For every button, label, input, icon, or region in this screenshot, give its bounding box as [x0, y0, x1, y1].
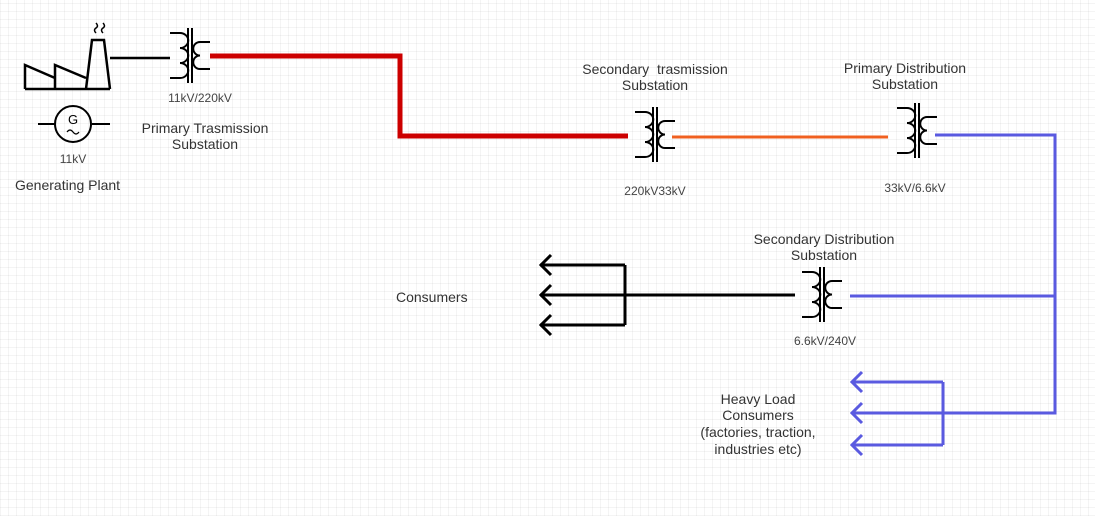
secondary-transmission-ratio: 220kV33kV [624, 184, 686, 198]
generating-plant-label: Generating Plant [15, 177, 121, 193]
primary-transmission-title-2: Substation [171, 136, 239, 152]
arrow-icon [849, 401, 864, 425]
transformer-icon-secondary-distribution [802, 267, 842, 322]
heavy-load-label-4: industries etc) [714, 441, 802, 457]
generator-voltage: 11kV [59, 152, 87, 166]
consumer-arrows [538, 253, 627, 337]
transformer-icon-primary-transmission [170, 28, 210, 83]
arrow-icon [538, 253, 625, 277]
secondary-transmission-title: Secondary trasmission [582, 61, 728, 77]
heavy-load-arrows [849, 370, 943, 457]
heavy-load-label-2: Consumers [722, 407, 794, 423]
factory-icon [23, 22, 112, 91]
heavy-load-label-3: (factories, traction, [700, 424, 816, 440]
generator-symbol: G [68, 112, 78, 127]
arrow-icon [538, 283, 625, 307]
secondary-distribution-title-2: Substation [790, 247, 858, 263]
primary-transmission-ratio: 11kV/220kV [168, 91, 232, 105]
heavy-load-label-1: Heavy Load [720, 391, 796, 407]
6-6kv-distribution-line [850, 133, 1057, 415]
arrow-icon [538, 313, 625, 337]
secondary-transmission-title-2: Substation [621, 77, 689, 93]
transformer-icon-primary-distribution [897, 103, 937, 158]
consumers-label: Consumers [396, 289, 468, 305]
transformer-icon-secondary-transmission [635, 107, 675, 162]
primary-distribution-title: Primary Distribution [843, 60, 967, 76]
arrow-icon [849, 433, 943, 457]
220kv-transmission-line [210, 53, 628, 139]
secondary-distribution-ratio: 6.6kV/240V [793, 334, 857, 348]
generator-icon [38, 105, 110, 143]
primary-transmission-title: Primary Trasmission [141, 120, 269, 136]
primary-distribution-ratio: 33kV/6.6kV [884, 181, 946, 195]
arrow-icon [849, 370, 943, 394]
secondary-distribution-title: Secondary Distribution [753, 231, 895, 247]
primary-distribution-title-2: Substation [871, 76, 939, 92]
